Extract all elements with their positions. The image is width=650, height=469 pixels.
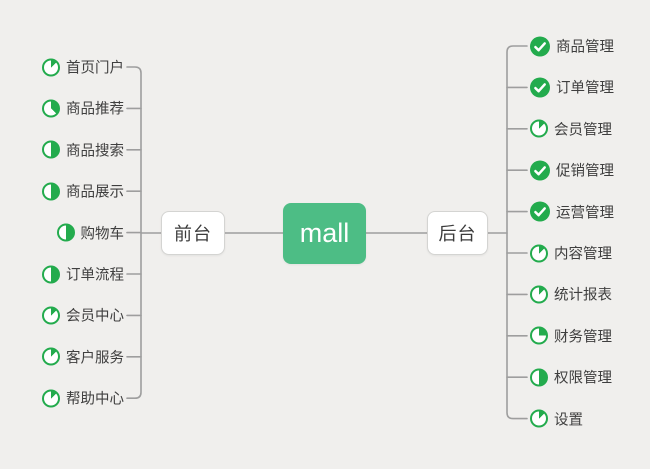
topic-label: 商品展示 — [66, 184, 124, 201]
mindmap-topic[interactable]: 财务管理 — [530, 325, 612, 346]
connector-line — [506, 45, 528, 420]
mindmap-topic[interactable]: 订单管理 — [530, 77, 614, 98]
topic-label: 统计报表 — [554, 287, 612, 304]
task-progress-icon — [530, 119, 548, 138]
topic-label: 购物车 — [80, 226, 125, 243]
mindmap-topic[interactable]: 会员中心 — [42, 305, 124, 326]
topic-label: 促销管理 — [556, 163, 614, 180]
mindmap-topic[interactable]: 权限管理 — [530, 367, 612, 388]
task-done-icon — [530, 201, 550, 222]
mindmap-topic[interactable]: 商品展示 — [42, 181, 124, 202]
task-progress-icon — [42, 140, 60, 159]
mindmap-topic[interactable]: 首页门户 — [42, 57, 124, 78]
topic-label: 权限管理 — [554, 370, 612, 387]
topic-label: 订单流程 — [66, 267, 124, 284]
task-progress-icon — [530, 409, 548, 428]
mindmap-topic[interactable]: 订单流程 — [42, 264, 124, 285]
mindmap-topic[interactable]: 商品管理 — [530, 36, 614, 57]
topic-label: 商品管理 — [556, 39, 614, 56]
topic-label: 会员中心 — [66, 308, 124, 325]
task-progress-icon — [42, 306, 60, 325]
mindmap-topic[interactable]: 商品推荐 — [42, 98, 124, 119]
task-progress-icon — [530, 326, 548, 345]
topic-label: 商品推荐 — [66, 101, 124, 118]
topic-label: 内容管理 — [554, 246, 612, 263]
topic-label: 首页门户 — [66, 60, 124, 77]
task-progress-icon — [42, 58, 60, 76]
task-progress-icon — [530, 285, 548, 304]
task-progress-icon — [42, 99, 60, 118]
mindmap-topic[interactable]: 内容管理 — [530, 243, 612, 264]
topic-label: 会员管理 — [554, 122, 612, 139]
mindmap-topic[interactable]: 帮助中心 — [42, 388, 124, 409]
topic-label: 运营管理 — [556, 205, 614, 222]
mindmap-topic[interactable]: 统计报表 — [530, 284, 612, 305]
mindmap-topic[interactable]: 促销管理 — [530, 160, 614, 181]
mindmap-topic[interactable]: 商品搜索 — [42, 139, 124, 160]
root-node-mall[interactable]: mall — [283, 203, 366, 264]
branch-node-frontend[interactable]: 前台 — [161, 211, 225, 255]
topic-label: 订单管理 — [556, 80, 614, 97]
mindmap-topic[interactable]: 运营管理 — [530, 201, 614, 222]
task-done-icon — [530, 160, 550, 181]
topic-label: 帮助中心 — [66, 391, 124, 408]
task-progress-icon — [530, 244, 548, 262]
task-done-icon — [530, 36, 550, 56]
topic-label: 商品搜索 — [66, 143, 124, 160]
task-progress-icon — [42, 265, 60, 283]
topic-label: 财务管理 — [554, 329, 612, 346]
task-done-icon — [530, 77, 550, 98]
task-progress-icon — [42, 347, 60, 366]
mindmap-topic[interactable]: 会员管理 — [530, 118, 612, 139]
task-progress-icon — [42, 389, 60, 408]
topic-label: 设置 — [554, 412, 583, 429]
mindmap-topic[interactable]: 设置 — [530, 408, 583, 429]
topic-label: 客户服务 — [66, 350, 124, 367]
mindmap-topic[interactable]: 购物车 — [56, 222, 125, 243]
task-progress-icon — [56, 223, 75, 242]
mindmap-topic[interactable]: 客户服务 — [42, 346, 124, 367]
branch-node-backend[interactable]: 后台 — [427, 211, 488, 255]
task-progress-icon — [42, 182, 60, 201]
task-progress-icon — [530, 368, 548, 387]
